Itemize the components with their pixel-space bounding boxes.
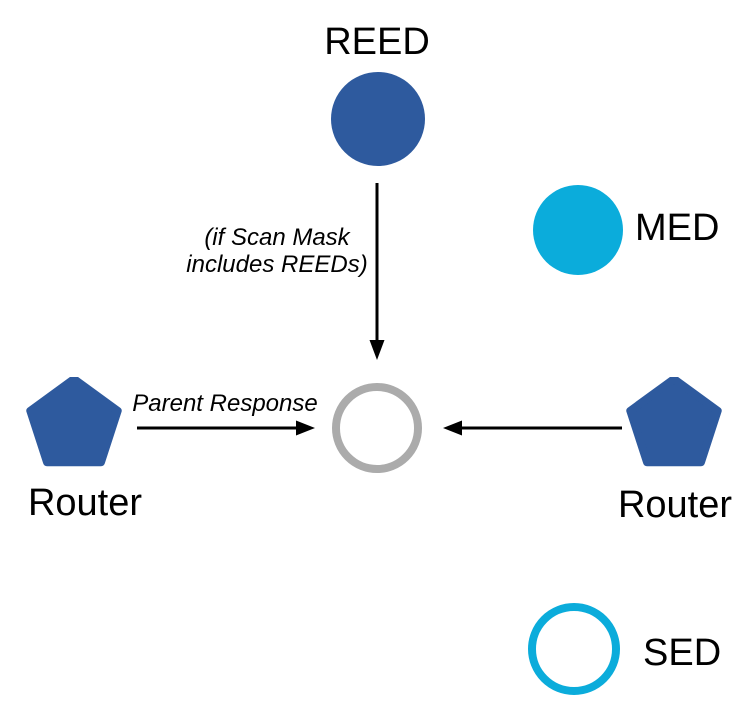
- scan-mask-note-line2: includes REEDs): [186, 251, 368, 278]
- scan-mask-note-line1: (if Scan Mask: [204, 224, 350, 251]
- scan-mask-note: (if Scan Mask includes REEDs): [177, 224, 377, 278]
- sed-label: SED: [643, 632, 722, 674]
- reed-label: REED: [324, 21, 430, 63]
- router-right-label: Router: [617, 484, 733, 526]
- med-label: MED: [635, 207, 720, 249]
- router-right-node: [626, 377, 722, 467]
- router-left-node: [26, 377, 122, 467]
- parent-response-note: Parent Response: [132, 390, 318, 417]
- reed-node: [331, 72, 425, 166]
- arrow-left-router-to-parent: [137, 420, 315, 436]
- arrow-reed-to-parent: [369, 183, 385, 360]
- sed-node: [528, 603, 620, 695]
- arrow-right-router-to-parent: [443, 420, 622, 436]
- parent-node: [332, 383, 422, 473]
- router-left-label: Router: [27, 482, 143, 524]
- med-node: [533, 185, 623, 275]
